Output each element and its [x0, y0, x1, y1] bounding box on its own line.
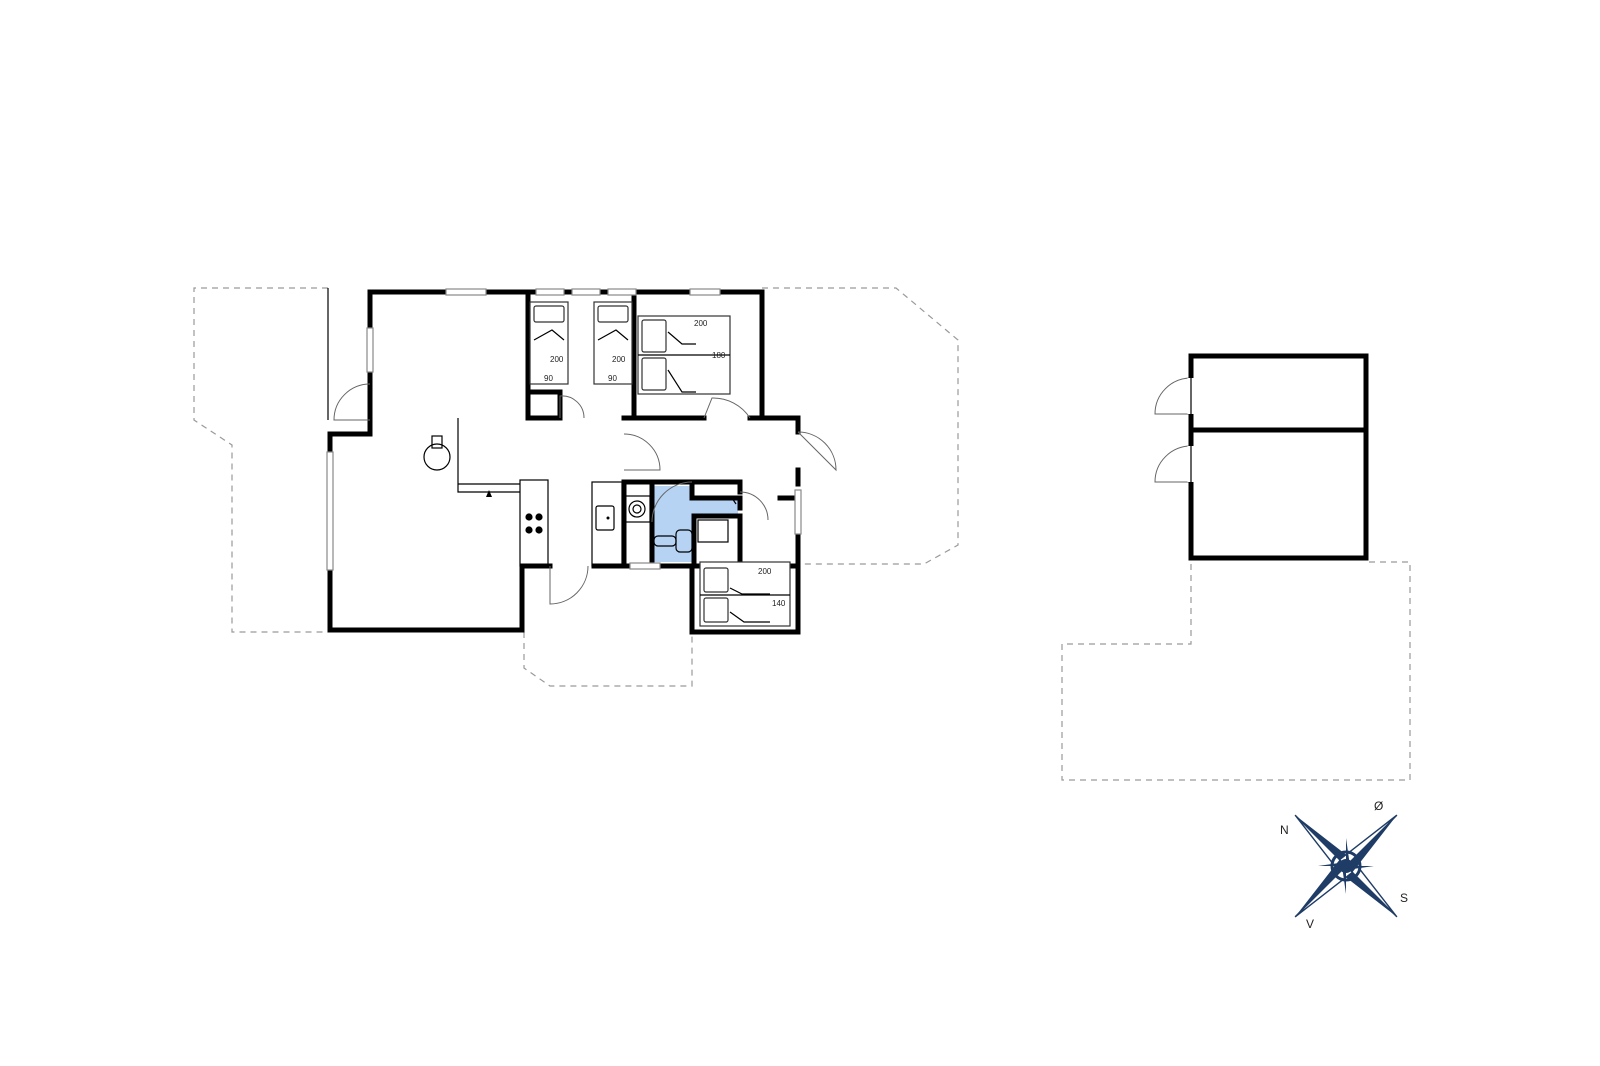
terrace-south: [523, 632, 693, 687]
terrace-east: [762, 287, 959, 565]
bed-length-label: 200: [612, 355, 626, 364]
stair-arrow-icon: [486, 490, 492, 497]
bed-double-1: 200 180: [637, 315, 731, 395]
compass-rose: N Ø S V: [1280, 799, 1408, 931]
terrace-annex: [1061, 561, 1411, 781]
bed-length-label: 200: [758, 567, 772, 576]
annex-building: [1187, 353, 1369, 561]
bed-length-label: 200: [694, 319, 708, 328]
bed-double-2: 200 140: [699, 561, 791, 627]
living-room-features: [423, 418, 520, 497]
sink-icon: [595, 505, 615, 531]
bed-single-2: 200 90: [593, 301, 633, 385]
washer-icon: [628, 500, 646, 518]
compass-east-label: Ø: [1374, 799, 1383, 813]
terrace-west: [193, 287, 328, 633]
bed-single-1: 200 90: [529, 301, 569, 385]
bed-width-label: 90: [544, 374, 553, 383]
cooktop-icon: [525, 513, 543, 534]
compass-south-label: S: [1400, 891, 1408, 905]
bed-width-label: 180: [712, 351, 726, 360]
stove-icon: [423, 443, 451, 471]
compass-north-label: N: [1280, 823, 1289, 837]
bathroom-floor: [652, 486, 738, 562]
bed-width-label: 90: [608, 374, 617, 383]
compass-icon: [1294, 814, 1398, 918]
compass-west-label: V: [1306, 917, 1314, 931]
bed-length-label: 200: [550, 355, 564, 364]
bathroom-fixtures: [653, 497, 737, 553]
doors: [333, 377, 1192, 605]
kitchen: [519, 479, 651, 567]
bed-width-label: 140: [772, 599, 786, 608]
terraces: [193, 287, 1411, 781]
windows: [326, 288, 802, 571]
